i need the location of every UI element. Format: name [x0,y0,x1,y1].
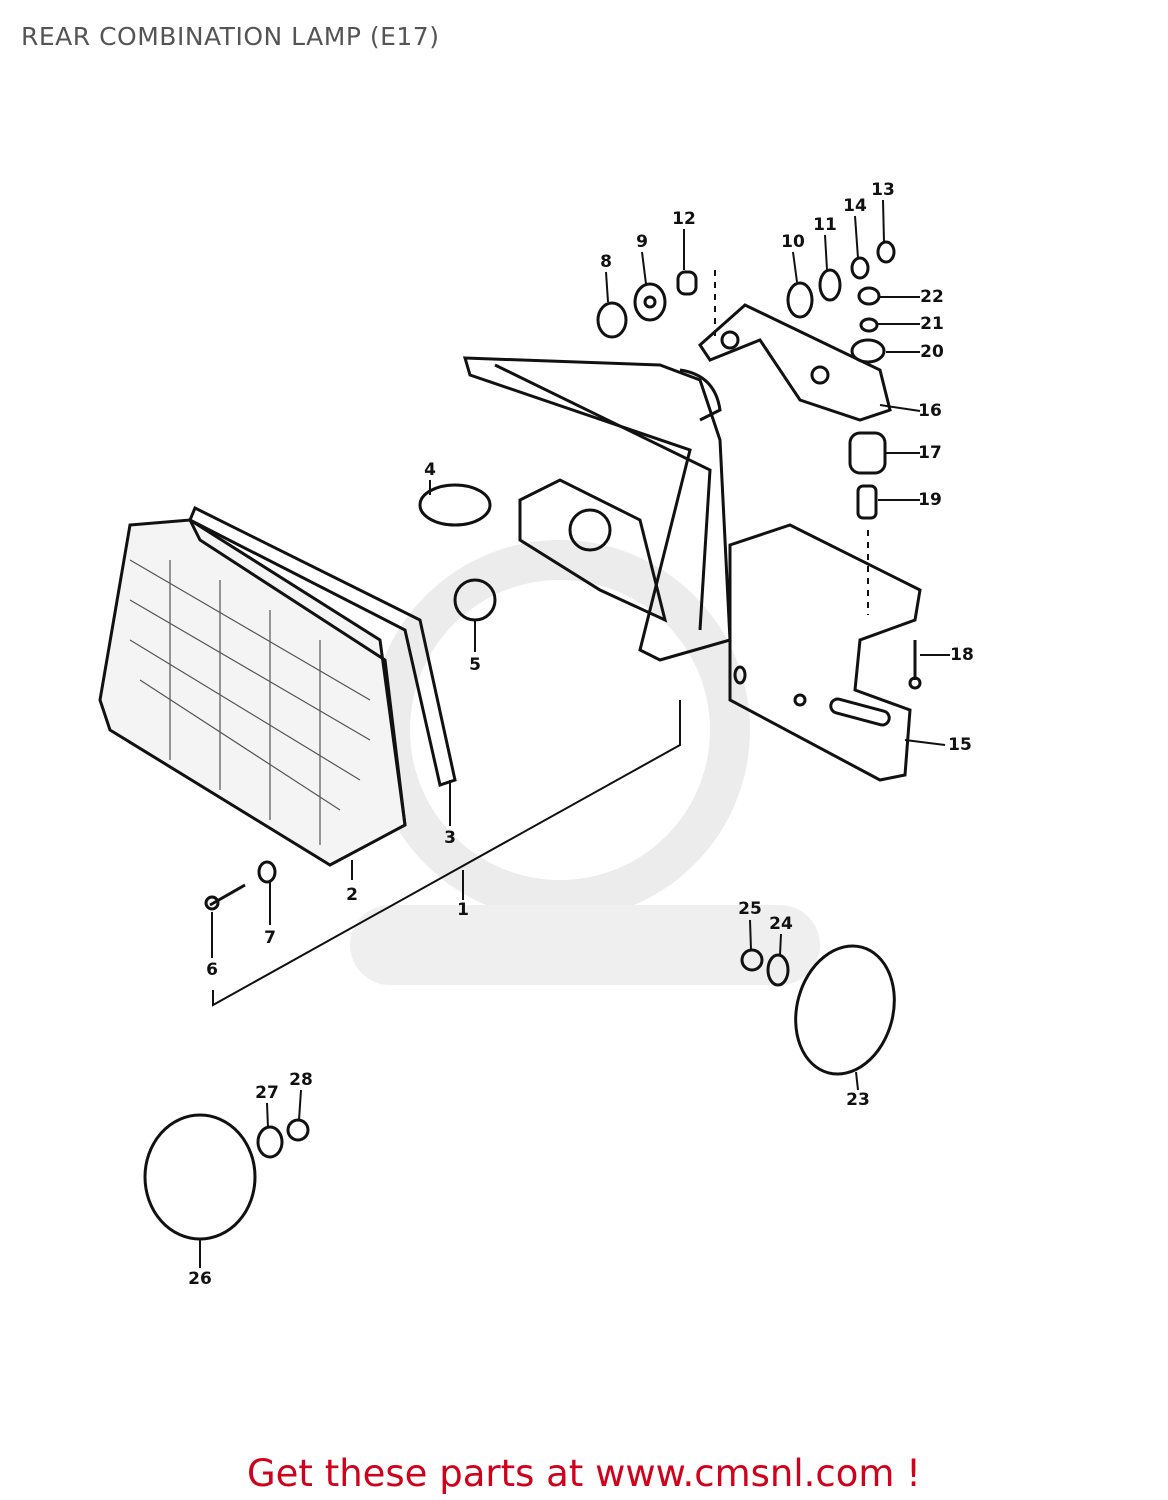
part-label-5: 5 [469,655,481,675]
diagram-title: REAR COMBINATION LAMP (E17) [21,22,440,51]
part-label-7: 7 [264,928,276,948]
part-label-20: 20 [920,342,944,362]
part-label-25: 25 [738,899,762,919]
bulb-4 [418,483,492,527]
part-label-18: 18 [950,645,974,665]
bracket [728,523,922,782]
part-label-9: 9 [636,232,648,252]
part-label-6: 6 [206,960,218,980]
footer-banner: Get these parts at www.cmsnl.com ! [0,1452,1168,1495]
reflector-23 [794,944,896,1076]
part-label-3: 3 [444,828,456,848]
part-label-15: 15 [948,735,972,755]
part-label-23: 23 [846,1090,870,1110]
drawing [98,199,950,1268]
part-label-28: 28 [289,1070,313,1090]
part-label-26: 26 [188,1269,212,1289]
gasket [188,505,457,787]
part-label-24: 24 [769,914,793,934]
part-label-11: 11 [813,215,837,235]
part-label-8: 8 [600,252,612,272]
part-label-2: 2 [346,885,358,905]
part-label-17: 17 [918,443,942,463]
cmsnl-link[interactable]: www.cmsnl.com [595,1452,895,1495]
part-label-4: 4 [424,460,436,480]
reflector-26 [143,1113,257,1241]
footer-prefix: Get these parts at [246,1452,596,1495]
part-label-21: 21 [920,314,944,334]
part-label-22: 22 [920,287,944,307]
housing [462,356,732,662]
part-label-14: 14 [843,196,867,216]
lens [98,518,407,867]
part-label-10: 10 [781,232,805,252]
footer-suffix: ! [894,1452,921,1495]
part-label-19: 19 [918,490,942,510]
part-label-12: 12 [672,209,696,229]
part-label-13: 13 [871,180,895,200]
part-label-27: 27 [255,1083,279,1103]
part-label-1: 1 [457,900,469,920]
part-label-16: 16 [918,401,942,421]
